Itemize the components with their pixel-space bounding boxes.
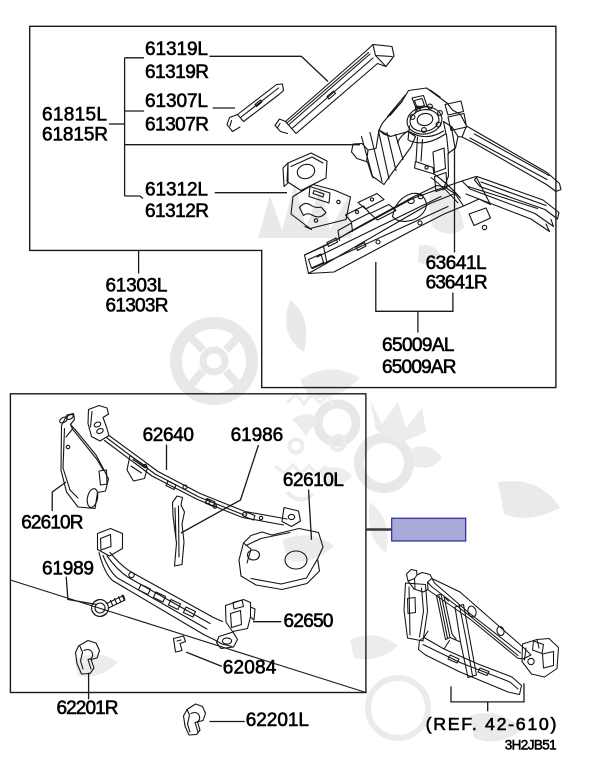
- svg-text:61986: 61986: [231, 425, 284, 446]
- svg-text:65009AL: 65009AL: [382, 335, 455, 356]
- svg-text:61319R: 61319R: [145, 62, 209, 83]
- svg-text:61815L: 61815L: [42, 105, 107, 126]
- svg-text:61307L: 61307L: [145, 91, 208, 112]
- svg-text:61303R: 61303R: [106, 296, 169, 317]
- svg-text:61307R: 61307R: [145, 114, 209, 135]
- svg-text:62650: 62650: [284, 611, 334, 632]
- svg-text:(REF. 42-610): (REF. 42-610): [426, 714, 558, 734]
- svg-text:61815R: 61815R: [42, 125, 108, 146]
- svg-text:61303L: 61303L: [106, 275, 168, 296]
- svg-text:62610L: 62610L: [283, 470, 344, 491]
- svg-text:61312L: 61312L: [145, 179, 208, 200]
- svg-text:62084: 62084: [223, 657, 277, 678]
- svg-text:3H2JB51: 3H2JB51: [505, 737, 557, 752]
- svg-text:62201L: 62201L: [246, 710, 309, 731]
- svg-text:63641L: 63641L: [426, 253, 487, 274]
- svg-text:62610R: 62610R: [21, 512, 83, 533]
- svg-text:65009AR: 65009AR: [382, 357, 457, 378]
- svg-text:61989: 61989: [42, 559, 94, 580]
- svg-text:62201R: 62201R: [57, 698, 119, 719]
- svg-text:61312R: 61312R: [145, 201, 209, 222]
- svg-text:62640: 62640: [143, 425, 194, 446]
- svg-text:63641R: 63641R: [426, 273, 488, 294]
- svg-text:61319L: 61319L: [145, 39, 208, 60]
